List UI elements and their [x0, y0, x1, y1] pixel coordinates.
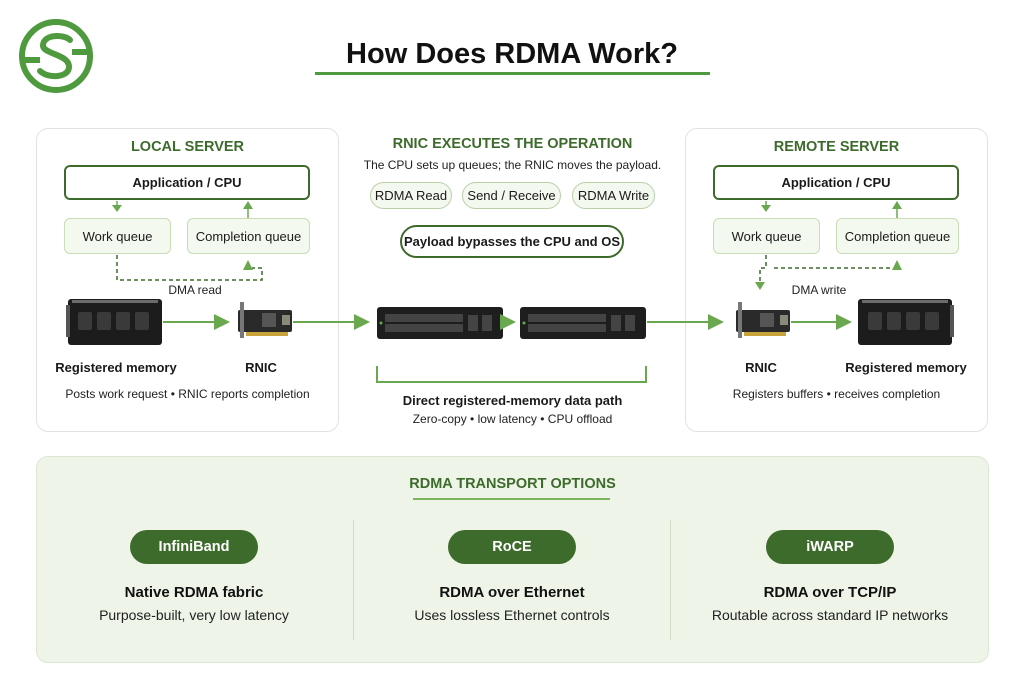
op-rdma-write: RDMA Write — [572, 182, 655, 209]
remote-memory-module-icon — [858, 299, 954, 345]
remote-caption: Registers buffers • receives completion — [732, 387, 941, 401]
local-dma-path — [116, 255, 263, 281]
switch-right-icon — [520, 307, 646, 339]
local-memory-label: Registered memory — [55, 360, 177, 375]
transport-pill-iwarp: iWARP — [766, 530, 894, 564]
remote-completion-queue: Completion queue — [836, 218, 959, 254]
transport-desc-iwarp: Routable across standard IP networks — [711, 607, 949, 623]
path-caption: Zero-copy • low latency • CPU offload — [412, 412, 613, 426]
remote-rnic-label: RNIC — [745, 360, 777, 375]
center-subtitle: The CPU sets up queues; the RNIC moves t… — [363, 158, 662, 172]
data-path-bracket — [376, 366, 647, 383]
remote-dma-path — [759, 255, 890, 283]
title-underline — [315, 72, 710, 75]
transport-desc-infiniband: Purpose-built, very low latency — [99, 607, 289, 623]
local-rnic-label: RNIC — [245, 360, 277, 375]
remote-completion-arrowhead — [892, 260, 902, 270]
remote-rnic-card-icon — [736, 302, 790, 338]
transport-underline — [413, 498, 610, 500]
page-title: How Does RDMA Work? — [346, 38, 678, 70]
transport-pill-roce: RoCE — [448, 530, 576, 564]
remote-dma-arrowhead — [755, 282, 765, 290]
transport-headline-roce: RDMA over Ethernet — [439, 584, 585, 601]
transport-headline-infiniband: Native RDMA fabric — [124, 584, 264, 601]
remote-app-cpu-box: Application / CPU — [713, 165, 959, 200]
s-circle-logo-icon — [19, 19, 93, 93]
path-title: Direct registered-memory data path — [402, 393, 623, 408]
op-rdma-read: RDMA Read — [370, 182, 452, 209]
transport-divider-1 — [353, 520, 354, 640]
local-dma-arrowhead — [243, 260, 253, 270]
local-server-title: LOCAL SERVER — [130, 139, 245, 155]
transport-pill-infiniband: InfiniBand — [130, 530, 258, 564]
switch-left-icon — [377, 307, 503, 339]
bypass-label: Payload bypasses the CPU and OS — [400, 225, 624, 258]
transport-title: RDMA TRANSPORT OPTIONS — [409, 476, 616, 492]
local-queue-arrows — [112, 201, 253, 218]
local-completion-queue: Completion queue — [187, 218, 310, 254]
transport-headline-iwarp: RDMA over TCP/IP — [763, 584, 897, 601]
remote-dma-label: DMA write — [791, 283, 847, 297]
local-caption: Posts work request • RNIC reports comple… — [65, 387, 310, 401]
remote-memory-label: Registered memory — [845, 360, 967, 375]
local-rnic-card-icon — [238, 302, 292, 338]
center-title: RNIC EXECUTES THE OPERATION — [392, 136, 633, 152]
op-send-receive: Send / Receive — [462, 182, 561, 209]
local-app-cpu-box: Application / CPU — [64, 165, 310, 200]
local-work-queue: Work queue — [64, 218, 171, 254]
local-memory-module-icon — [66, 299, 162, 345]
transport-desc-roce: Uses lossless Ethernet controls — [414, 607, 610, 623]
remote-queue-arrows — [761, 201, 902, 218]
local-dma-label: DMA read — [168, 283, 222, 297]
remote-work-queue: Work queue — [713, 218, 820, 254]
transport-divider-2 — [670, 520, 671, 640]
remote-server-title: REMOTE SERVER — [773, 139, 900, 155]
